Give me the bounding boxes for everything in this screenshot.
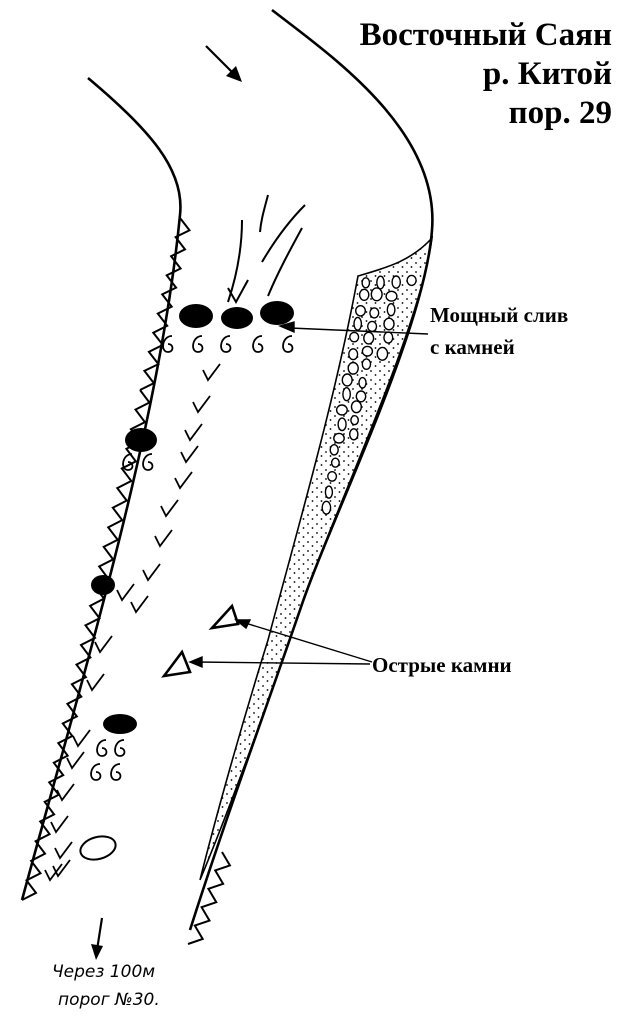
gravel-shoal xyxy=(199,235,434,881)
pebble-icon xyxy=(358,376,367,389)
eddy-swirl-icon xyxy=(122,453,134,471)
scheme-title: Восточный Саян р. Китой пор. 29 xyxy=(360,16,612,133)
eddy-swirl-icon xyxy=(282,335,294,353)
right-bank-line xyxy=(188,8,434,931)
chevron-current-icon xyxy=(192,395,211,414)
pebble-icon xyxy=(361,345,374,357)
pebble-icon xyxy=(348,348,359,361)
pebble-icon xyxy=(330,457,340,468)
pebble-icon xyxy=(349,331,360,343)
pebble-icon xyxy=(383,331,394,344)
eddy-swirl-icon xyxy=(90,763,102,781)
current-chevrons xyxy=(44,363,221,882)
chevron-current-icon xyxy=(52,859,71,878)
footnote-line2: порог №30. xyxy=(58,990,160,1010)
chevron-current-icon xyxy=(184,423,203,442)
pebble-icon xyxy=(391,275,402,289)
pebble-icon xyxy=(348,428,359,441)
boulder-icon xyxy=(179,304,213,328)
eddy-swirl-icon xyxy=(114,739,126,757)
boulder-icon xyxy=(260,301,294,325)
eddy-swirl-icon xyxy=(96,739,108,757)
boulder-icon xyxy=(103,714,137,734)
eddy-swirl-icon xyxy=(162,335,174,353)
chevron-current-icon xyxy=(50,815,69,834)
left-cliff-zigzag-icon xyxy=(21,217,192,901)
chevron-current-icon xyxy=(86,673,105,692)
pebble-icon xyxy=(353,316,363,331)
chevron-current-icon xyxy=(160,499,179,518)
chevron-current-icon xyxy=(66,751,85,770)
river-title: р. Китой xyxy=(482,56,612,92)
pebble-icon xyxy=(355,390,367,403)
pebble-icon xyxy=(327,470,338,482)
pebble-icon xyxy=(376,346,389,361)
chevron-current-icon xyxy=(54,841,73,860)
pebble-icon xyxy=(329,443,339,456)
pebble-icon xyxy=(361,358,372,370)
chevron-current-icon xyxy=(130,595,149,614)
eddy-swirl-icon xyxy=(110,763,122,781)
submerged-rock-icon xyxy=(79,835,117,861)
right-cliff-zigzag-icon xyxy=(187,851,232,945)
pebble-icon xyxy=(370,287,383,302)
pebble-icon xyxy=(383,317,395,331)
region-title: Восточный Саян xyxy=(359,17,612,53)
chevron-current-icon xyxy=(154,529,173,548)
pebble-icon xyxy=(363,331,375,345)
pebble-icon xyxy=(367,320,378,333)
footnote-line1: Через 100м xyxy=(52,962,156,982)
boulder-icon xyxy=(91,575,115,595)
pebble-icon xyxy=(355,304,367,317)
chevron-current-icon xyxy=(44,863,63,882)
chevron-current-icon xyxy=(56,783,75,802)
pebble-icon xyxy=(386,303,396,317)
pebble-icon xyxy=(369,307,380,319)
chevron-current-icon xyxy=(174,471,193,490)
pebble-icon xyxy=(406,274,417,287)
pebble-icon xyxy=(337,417,347,432)
boulder-icon xyxy=(125,428,157,452)
downstream-arrow-icon xyxy=(91,917,104,960)
pebble-icon xyxy=(358,288,370,301)
eddy-swirl-icon xyxy=(192,335,204,353)
pebble-icon xyxy=(376,275,385,290)
chevron-current-icon xyxy=(142,563,161,582)
chevron-current-icon xyxy=(72,729,91,748)
pebble-icon xyxy=(333,432,345,444)
current-lines xyxy=(227,194,306,305)
pebble-icon xyxy=(347,361,359,375)
pebble-icon xyxy=(350,415,359,426)
boulders xyxy=(91,301,294,734)
sharp-rocks-label: Острые камни xyxy=(372,653,512,677)
pebble-icon xyxy=(385,290,398,302)
leader-lines xyxy=(188,321,429,669)
pebble-icons xyxy=(321,274,417,515)
pebble-icon xyxy=(361,277,371,289)
chevron-current-icon xyxy=(116,583,135,602)
eddy-swirl-icon xyxy=(142,453,154,471)
flow-arrow-icon xyxy=(205,45,242,82)
eddy-swirls xyxy=(90,335,294,781)
eddy-swirl-icon xyxy=(252,335,264,353)
triangle-rock-icon xyxy=(208,603,240,630)
rapid-number-title: пор. 29 xyxy=(508,95,612,131)
pebble-icon xyxy=(350,400,363,414)
pebble-icon xyxy=(342,387,351,402)
eddy-swirl-icon xyxy=(220,335,232,353)
triangle-rock-icon xyxy=(161,649,192,678)
pebble-icon xyxy=(335,404,348,416)
boulder-icon xyxy=(221,307,253,329)
sharp-rocks xyxy=(161,603,240,678)
pebble-icon xyxy=(341,373,353,387)
chevron-current-icon xyxy=(180,445,199,464)
chevron-current-icon xyxy=(94,635,113,654)
main-drop-label-line1: Мощный слив xyxy=(430,303,569,327)
chevron-current-icon xyxy=(202,363,221,382)
pebble-icon xyxy=(324,485,334,499)
main-drop-label-line2: с камней xyxy=(430,335,515,359)
pebble-icon xyxy=(321,500,332,515)
